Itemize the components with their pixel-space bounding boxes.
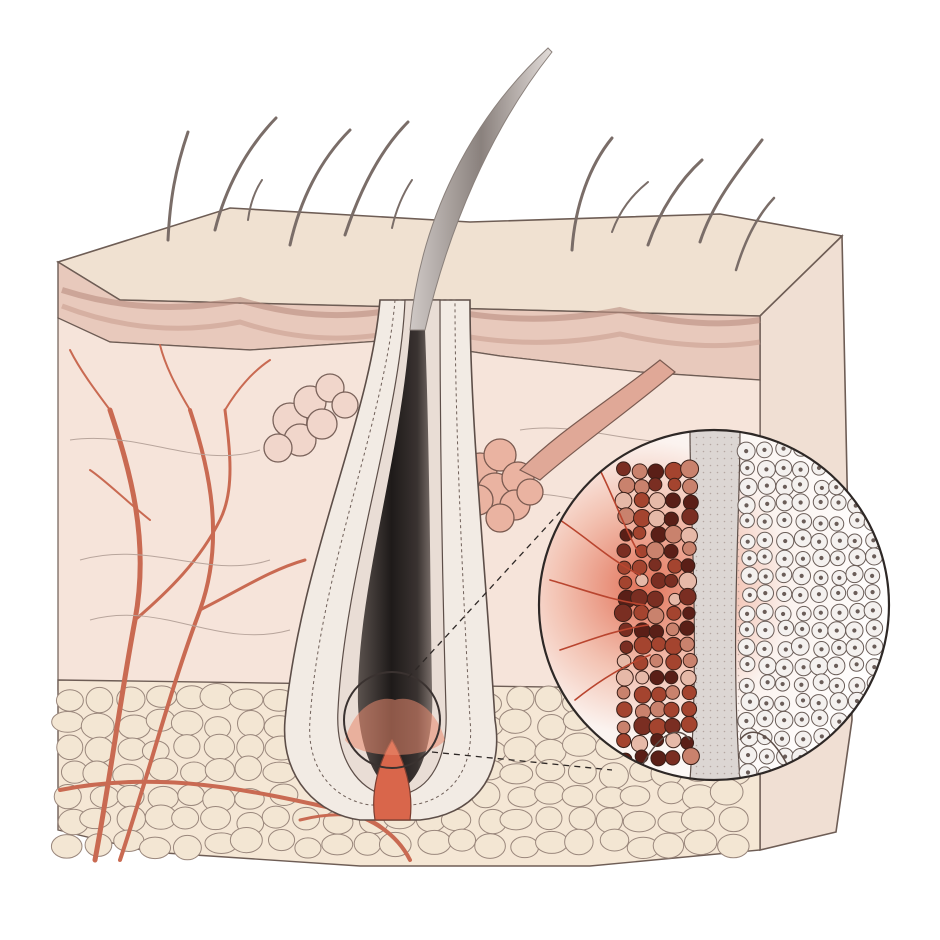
surface-hairs [166, 116, 776, 272]
hair-shaft [409, 47, 553, 331]
sebaceous-gland-left [263, 373, 359, 463]
hair-follicle [283, 299, 498, 821]
arrector-pili-muscle [518, 359, 676, 481]
magnified-inset [537, 428, 891, 782]
fat-lobules [50, 682, 751, 861]
zoom-connector [407, 511, 613, 771]
